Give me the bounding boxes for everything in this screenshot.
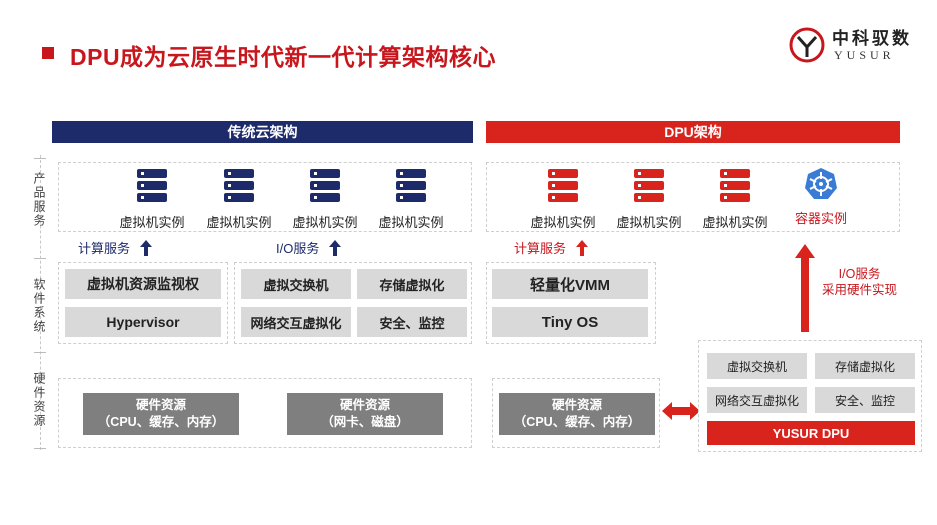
yusur-dpu-panel: 虚拟交换机 存储虚拟化 网络交互虚拟化 安全、监控 YUSUR DPU — [698, 340, 922, 452]
arrow-up-icon — [329, 239, 342, 256]
vm-instance-label: 虚拟机实例 — [206, 215, 272, 230]
hypervisor-box: Hypervisor — [65, 307, 221, 337]
storage-virtualization-box: 存储虚拟化 — [357, 269, 467, 299]
traditional-io-software-panel: 虚拟交换机 存储虚拟化 网络交互虚拟化 安全、监控 — [234, 262, 472, 344]
vm-instance: 虚拟机实例 — [609, 167, 689, 237]
dpu-software-panel: 轻量化VMM Tiny OS — [486, 262, 656, 344]
compute-service-label: 计算服务 — [78, 241, 131, 256]
bidirectional-arrow-icon — [662, 402, 700, 420]
axis-tick — [34, 258, 46, 259]
io-hardware-note: I/O服务 采用硬件实现 — [822, 266, 897, 298]
dpu-product-panel: 虚拟机实例 虚拟机实例 虚拟机实例 容器实例 — [486, 162, 900, 232]
traditional-hypervisor-panel: 虚拟机资源监视权 Hypervisor — [58, 262, 228, 344]
security-monitoring-box: 安全、监控 — [357, 307, 467, 337]
server-stack-icon — [137, 169, 167, 202]
dpu-compute-service: 计算服务 — [514, 238, 589, 257]
company-logo: 中科驭数 YUSUR — [788, 22, 918, 68]
logo-chinese-name: 中科驭数 — [832, 29, 912, 49]
network-virtualization-box: 网络交互虚拟化 — [241, 307, 351, 337]
hardware-detail: （CPU、缓存、内存） — [97, 415, 225, 429]
compute-service-label: 计算服务 — [514, 241, 567, 256]
title-bullet — [42, 47, 54, 59]
vm-instance-label: 虚拟机实例 — [119, 215, 185, 230]
vm-instance: 虚拟机实例 — [523, 167, 603, 237]
io-hardware-arrow-up-icon — [795, 244, 815, 332]
server-stack-icon — [224, 169, 254, 202]
dpu-architecture-band: DPU架构 — [486, 121, 900, 143]
axis-tick — [34, 158, 46, 159]
network-virtualization-box: 网络交互虚拟化 — [707, 387, 807, 413]
layer-label-software: 软件系统 — [32, 278, 46, 334]
vm-resource-monitor-box: 虚拟机资源监视权 — [65, 269, 221, 299]
yusur-logo-icon — [789, 27, 825, 63]
lightweight-vmm-box: 轻量化VMM — [492, 269, 648, 299]
traditional-product-panel: 虚拟机实例 虚拟机实例 虚拟机实例 虚拟机实例 — [58, 162, 472, 232]
layer-label-product: 产品服务 — [32, 172, 46, 228]
vm-instance: 虚拟机实例 — [285, 167, 365, 237]
vm-instance: 虚拟机实例 — [112, 167, 192, 237]
traditional-compute-service: 计算服务 — [78, 238, 153, 257]
kubernetes-icon — [805, 168, 837, 199]
server-stack-icon — [310, 169, 340, 202]
arrow-up-icon — [576, 239, 589, 256]
axis-tick — [34, 448, 46, 449]
server-stack-icon — [548, 169, 578, 202]
yusur-dpu-chip: YUSUR DPU — [707, 421, 915, 445]
traditional-architecture-band: 传统云架构 — [52, 121, 473, 143]
hardware-nic-disk-box: 硬件资源 （网卡、磁盘） — [287, 393, 443, 435]
vm-instance-label: 虚拟机实例 — [292, 215, 358, 230]
arrow-up-icon — [140, 239, 153, 256]
vswitch-box: 虚拟交换机 — [241, 269, 351, 299]
vm-instance: 虚拟机实例 — [371, 167, 451, 237]
layer-axis — [40, 155, 42, 450]
storage-virtualization-box: 存储虚拟化 — [815, 353, 915, 379]
logo-english-name: YUSUR — [834, 48, 895, 62]
vm-instance-label: 虚拟机实例 — [702, 215, 768, 230]
axis-tick — [34, 352, 46, 353]
io-service-label: I/O服务 — [276, 241, 320, 256]
container-instance: 容器实例 — [781, 167, 861, 237]
vm-instance-label: 虚拟机实例 — [530, 215, 596, 230]
tiny-os-box: Tiny OS — [492, 307, 648, 337]
layer-label-hardware: 硬件资源 — [32, 372, 46, 428]
hardware-title: 硬件资源 — [135, 398, 186, 412]
hardware-detail: （CPU、缓存、内存） — [513, 415, 641, 429]
hardware-title: 硬件资源 — [339, 398, 390, 412]
page-title: DPU成为云原生时代新一代计算架构核心 — [70, 44, 497, 70]
hardware-cpu-box: 硬件资源 （CPU、缓存、内存） — [83, 393, 239, 435]
vm-instance-label: 虚拟机实例 — [616, 215, 682, 230]
server-stack-icon — [396, 169, 426, 202]
traditional-hardware-panel: 硬件资源 （CPU、缓存、内存） 硬件资源 （网卡、磁盘） — [58, 378, 472, 448]
vm-instance: 虚拟机实例 — [199, 167, 279, 237]
hardware-detail: （网卡、磁盘） — [321, 415, 409, 429]
io-note-line2: 采用硬件实现 — [822, 283, 898, 297]
security-monitoring-box: 安全、监控 — [815, 387, 915, 413]
vm-instance-label: 虚拟机实例 — [378, 215, 444, 230]
hardware-cpu-box: 硬件资源 （CPU、缓存、内存） — [499, 393, 655, 435]
vm-instance: 虚拟机实例 — [695, 167, 775, 237]
dpu-host-hardware-panel: 硬件资源 （CPU、缓存、内存） — [492, 378, 660, 448]
server-stack-icon — [634, 169, 664, 202]
server-stack-icon — [720, 169, 750, 202]
container-instance-label: 容器实例 — [794, 211, 847, 226]
io-note-line1: I/O服务 — [838, 267, 881, 281]
hardware-title: 硬件资源 — [551, 398, 602, 412]
traditional-io-service: I/O服务 — [276, 238, 342, 257]
vswitch-box: 虚拟交换机 — [707, 353, 807, 379]
